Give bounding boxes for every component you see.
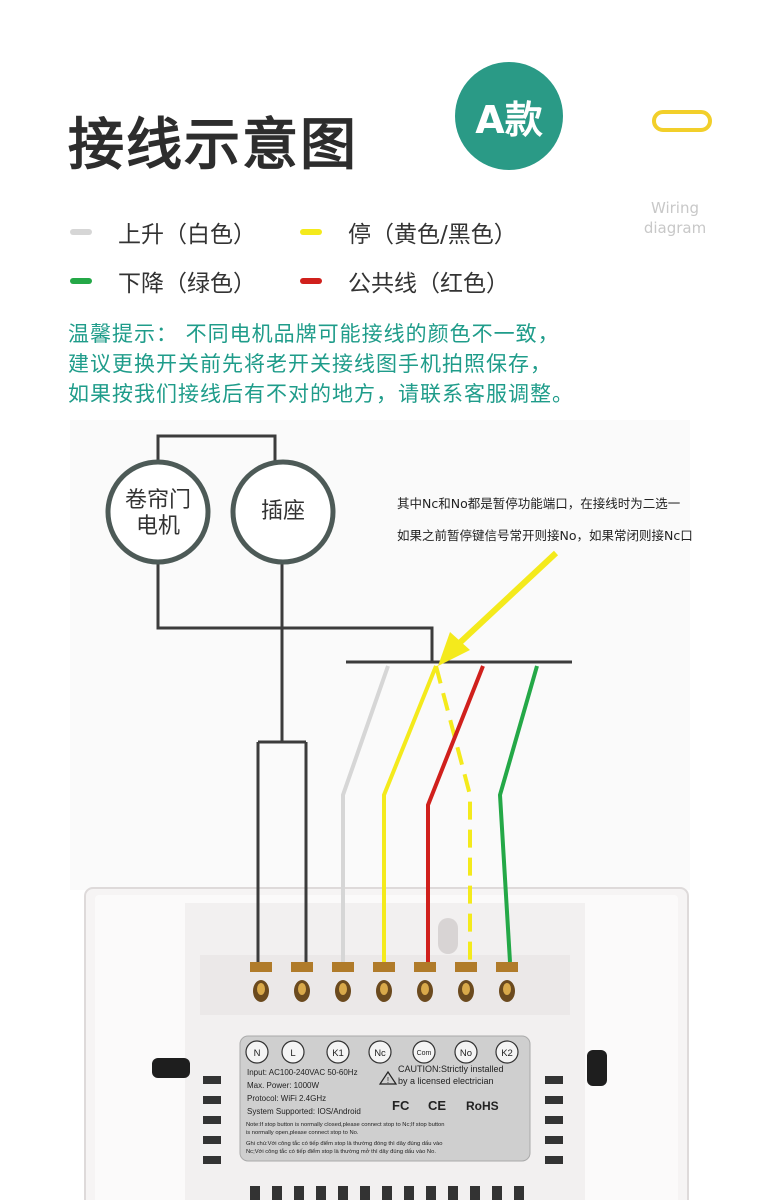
- mount-tab: [438, 918, 458, 954]
- wiring-diagram-label: Wiring diagram: [630, 198, 720, 238]
- pointer-arrow: [449, 550, 559, 653]
- cert-fc: FC: [392, 1098, 410, 1113]
- terminal-screws: [250, 962, 518, 1002]
- terminal-n: N: [254, 1048, 261, 1059]
- yellow-pill-icon: [652, 110, 712, 132]
- legend-item-common: 公共线（红色）: [300, 264, 509, 298]
- legend-label-common: 公共线（红色）: [348, 271, 509, 297]
- spec-line-3: Protocol: WiFi 2.4GHz: [247, 1094, 326, 1103]
- red-wire: [426, 665, 485, 962]
- bottom-vents: [250, 1186, 524, 1200]
- page-title: 接线示意图: [68, 113, 358, 178]
- spec-line-2: Max. Power: 1000W: [247, 1081, 319, 1090]
- legend-label-down: 下降（绿色）: [118, 271, 256, 297]
- legend-item-up: 上升（白色）: [70, 215, 256, 249]
- white-wire-icon: [70, 229, 92, 235]
- motor-label: 卷帘门 电机: [108, 488, 208, 540]
- port-note-line2: 如果之前暂停键信号常开则接No，如果常闭则接Nc口: [397, 528, 693, 543]
- right-vents: [545, 1076, 563, 1164]
- terminal-label-circles: [245, 1040, 519, 1064]
- motor-label-line1: 卷帘门: [124, 488, 191, 513]
- yellow-wire-icon: [300, 229, 322, 235]
- terminal-l: L: [290, 1048, 295, 1059]
- socket-circle: [230, 459, 336, 565]
- arrow-head: [438, 632, 470, 666]
- terminal-k1: K1: [332, 1048, 344, 1059]
- wiring-label-line2: diagram: [643, 219, 707, 237]
- green-wire-icon: [70, 278, 92, 284]
- legend-label-up: 上升（白色）: [118, 222, 256, 248]
- green-wire: [497, 665, 539, 963]
- motor-circle: [105, 459, 211, 565]
- tip-line-2: 建议更换开关前先将老开关接线图手机拍照保存，: [68, 352, 552, 376]
- yellow-wire: [382, 665, 438, 962]
- power-lines: [156, 434, 572, 962]
- note-vn-1: Ghi chú:Với công tắc có tiếp điểm stop l…: [246, 1140, 442, 1147]
- motor-label-line2: 电机: [135, 514, 180, 539]
- terminal-no: No: [460, 1048, 472, 1059]
- spec-line-1: Input: AC100-240VAC 50-60Hz: [247, 1068, 358, 1077]
- note-en-2: is normally open,please connect stop to …: [246, 1130, 359, 1136]
- left-vents: [203, 1076, 221, 1164]
- white-wire: [341, 665, 390, 962]
- terminal-com: Com: [417, 1050, 432, 1057]
- label-panel: [239, 1035, 531, 1162]
- caution-line-2: by a licensed electrician: [398, 1076, 494, 1086]
- model-badge: A款: [455, 62, 563, 170]
- legend-label-stop: 停（黄色/黑色）: [348, 222, 517, 248]
- tip-line-1: 温馨提示： 不同电机品牌可能接线的颜色不一致，: [68, 322, 560, 346]
- spec-line-4: System Supported: IOS/Android: [247, 1107, 361, 1116]
- caution-icon: [378, 1070, 398, 1085]
- caution-line-1: CAUTION:Strictly installed: [398, 1064, 504, 1074]
- tip-line-3: 如果按我们接线后有不对的地方，请联系客服调整。: [68, 382, 574, 406]
- svg-text:!: !: [387, 1076, 389, 1085]
- terminal-nc: Nc: [374, 1048, 386, 1059]
- terminal-k2: K2: [501, 1048, 513, 1059]
- legend-item-stop: 停（黄色/黑色）: [300, 215, 517, 249]
- right-clip: [587, 1050, 607, 1086]
- left-clip: [152, 1058, 190, 1078]
- red-wire-icon: [300, 278, 322, 284]
- socket-label: 插座: [260, 499, 305, 524]
- cert-ce: CE: [428, 1098, 446, 1113]
- wiring-label-line1: Wiring: [650, 199, 700, 217]
- legend-item-down: 下降（绿色）: [70, 264, 256, 298]
- note-vn-2: Nc;Với công tắc có tiếp điểm stop là thư…: [246, 1148, 436, 1155]
- cert-rohs: RoHS: [466, 1099, 499, 1113]
- port-note-line1: 其中Nc和No都是暂停功能端口，在接线时为二选一: [397, 496, 681, 511]
- yellow-dashed-wire: [434, 665, 472, 962]
- note-en-1: Note:If stop button is normally closed,p…: [246, 1122, 445, 1128]
